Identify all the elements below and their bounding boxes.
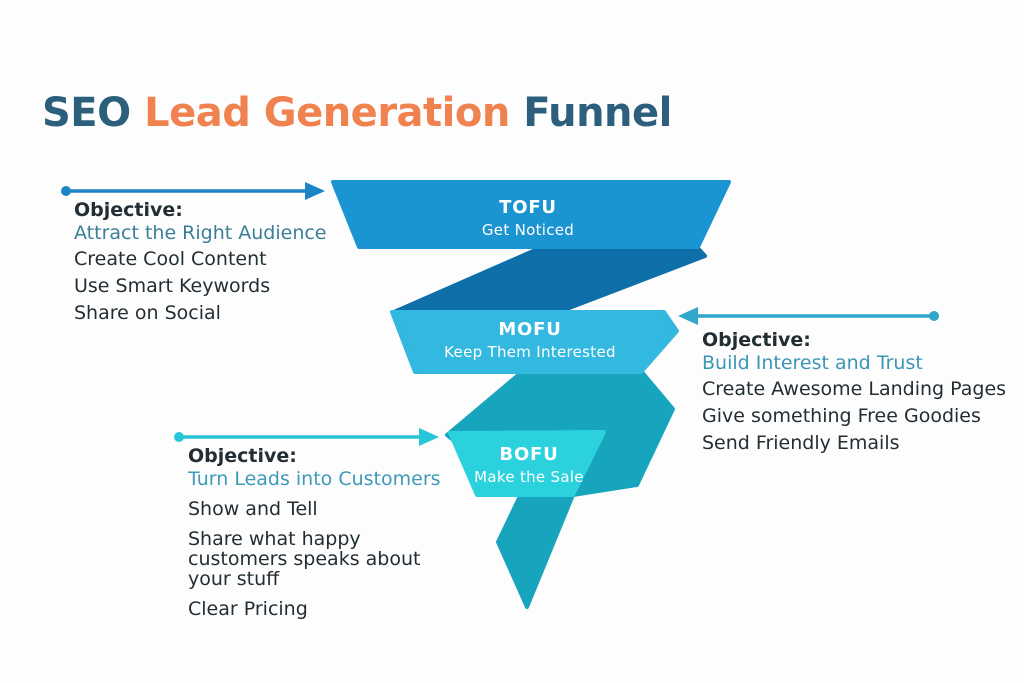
title-funnel: Funnel <box>523 90 672 136</box>
stage-sublabel-tofu: Get Noticed <box>481 221 575 239</box>
annotation-bofu: Objective: Turn Leads into Customers Sho… <box>188 445 488 629</box>
arrow-mofu-head-icon <box>678 307 698 325</box>
arrow-mofu <box>678 307 939 325</box>
arrow-bofu-head-icon <box>419 428 439 446</box>
stage-name-bofu: BOFU <box>499 444 559 465</box>
stage-sublabel-bofu: Make the Sale <box>474 468 584 486</box>
annotation-bofu-item: Show and Tell <box>188 498 318 520</box>
stage-name-tofu: TOFU <box>499 197 557 218</box>
fold-tofu-mofu-ribbon <box>392 244 707 314</box>
annotation-tofu-item: Use Smart Keywords <box>74 275 271 297</box>
title-lead-generation: Lead Generation <box>144 90 510 136</box>
stage-label-mofu: MOFU Keep Them Interested <box>410 319 650 361</box>
annotation-mofu-item: Create Awesome Landing Pages <box>702 378 1007 400</box>
stage-name-mofu: MOFU <box>498 319 562 340</box>
annotation-mofu-item: Give something Free Goodies <box>702 405 981 427</box>
annotation-mofu-objective: Build Interest and Trust <box>702 352 923 374</box>
arrow-tofu <box>61 182 325 200</box>
annotation-tofu: Objective: Attract the Right Audience Cr… <box>74 199 364 329</box>
page-title: SEO Lead Generation Funnel <box>42 90 672 136</box>
annotation-bofu-objective-label: Objective: <box>188 445 297 467</box>
stage-label-tofu: TOFU Get Noticed <box>408 197 648 239</box>
annotation-bofu-objective: Turn Leads into Customers <box>188 468 441 490</box>
stage-sublabel-mofu: Keep Them Interested <box>444 343 616 361</box>
annotation-tofu-objective: Attract the Right Audience <box>74 222 327 244</box>
annotation-bofu-item: Share what happy customers speaks about … <box>188 528 421 590</box>
stage-label-bofu: BOFU Make the Sale <box>409 444 649 486</box>
annotation-tofu-item: Share on Social <box>74 302 221 324</box>
title-seo: SEO <box>42 90 131 136</box>
stage-shape-mofu <box>390 310 679 374</box>
arrow-tofu-head-icon <box>305 182 325 200</box>
stage-shape-tofu <box>331 180 731 249</box>
annotation-mofu-objective-label: Objective: <box>702 329 811 351</box>
annotation-mofu-item: Send Friendly Emails <box>702 432 900 454</box>
annotation-mofu: Objective: Build Interest and Trust Crea… <box>702 329 1022 459</box>
annotation-tofu-item: Create Cool Content <box>74 248 267 270</box>
stage-shape-bofu <box>448 430 606 497</box>
annotation-tofu-objective-label: Objective: <box>74 199 183 221</box>
arrow-bofu <box>174 428 439 446</box>
annotation-bofu-item: Clear Pricing <box>188 598 308 620</box>
